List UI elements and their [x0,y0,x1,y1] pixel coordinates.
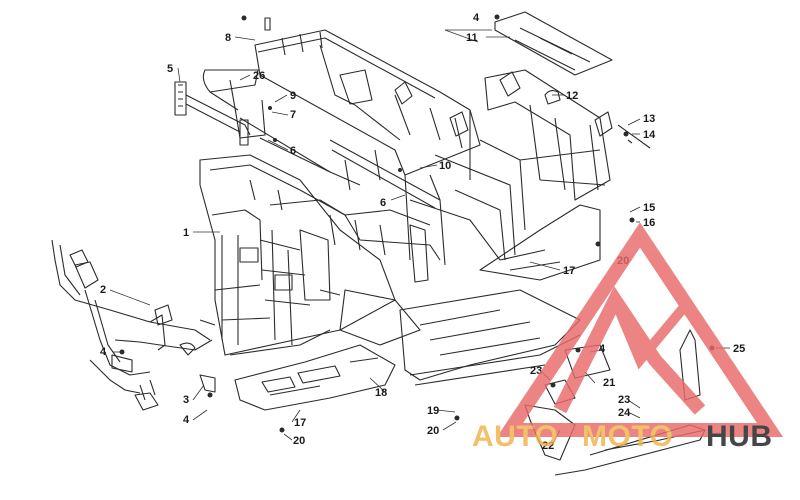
callout-24: 24 [618,407,631,419]
center-skid-plate [399,289,581,386]
rear-cargo-plate [494,11,613,76]
callout-5: 5 [167,63,173,75]
callout-22: 22 [542,440,554,452]
callout-4-rear: 4 [599,343,606,355]
side-rack [524,329,706,476]
callout-11: 11 [466,32,478,44]
front-main-frame [199,154,441,356]
rear-upper-frame [202,17,481,209]
callout-labels: 1 2 3 4 4 4 4 5 6 6 7 8 9 10 11 12 13 14… [100,12,745,452]
callout-6-left: 6 [290,145,296,157]
watermark-word-auto: AUTO [472,420,558,453]
callout-4-top: 4 [473,12,480,24]
hardware-fasteners [119,14,715,433]
callout-17-rear: 17 [563,265,575,277]
callout-12: 12 [566,90,578,102]
callout-9: 9 [290,90,296,102]
bracket-small [199,374,216,393]
watermark-word-moto: MOTO [582,420,673,453]
frame-assembly-drawing [51,11,715,476]
callout-16: 16 [643,217,655,229]
callout-20-center: 20 [427,425,439,437]
callout-1: 1 [183,227,189,239]
watermark-word-hub: HUB [706,420,773,453]
automotohub-watermark: AUTO MOTO HUB [472,222,784,453]
callout-7: 7 [290,109,296,121]
callout-18: 18 [375,387,387,399]
rear-skid-plate [409,199,601,281]
rear-right-frame [404,69,613,266]
callout-15: 15 [643,202,655,214]
callout-26: 26 [253,70,265,82]
callout-10: 10 [439,160,451,172]
callout-13: 13 [643,113,655,125]
callout-17-front: 17 [294,417,306,429]
rear-pin [617,124,651,149]
callout-2: 2 [100,284,106,296]
callout-6-center: 6 [380,197,386,209]
callout-25: 25 [733,343,745,355]
callout-4-bumper: 4 [100,346,107,358]
callout-8: 8 [225,32,231,44]
callout-3: 3 [183,394,189,406]
callout-21: 21 [603,377,615,389]
callout-23-right: 23 [618,394,630,406]
front-skid-plate [234,344,396,411]
callout-4-bracket: 4 [183,414,190,426]
front-bumper [51,239,216,411]
callout-14: 14 [643,129,656,141]
callout-19: 19 [427,405,439,417]
leader-lines [109,29,730,446]
bracket-left-rail [174,81,251,146]
watermark-triangle-logo [496,222,784,437]
callout-20-front: 20 [293,435,305,447]
